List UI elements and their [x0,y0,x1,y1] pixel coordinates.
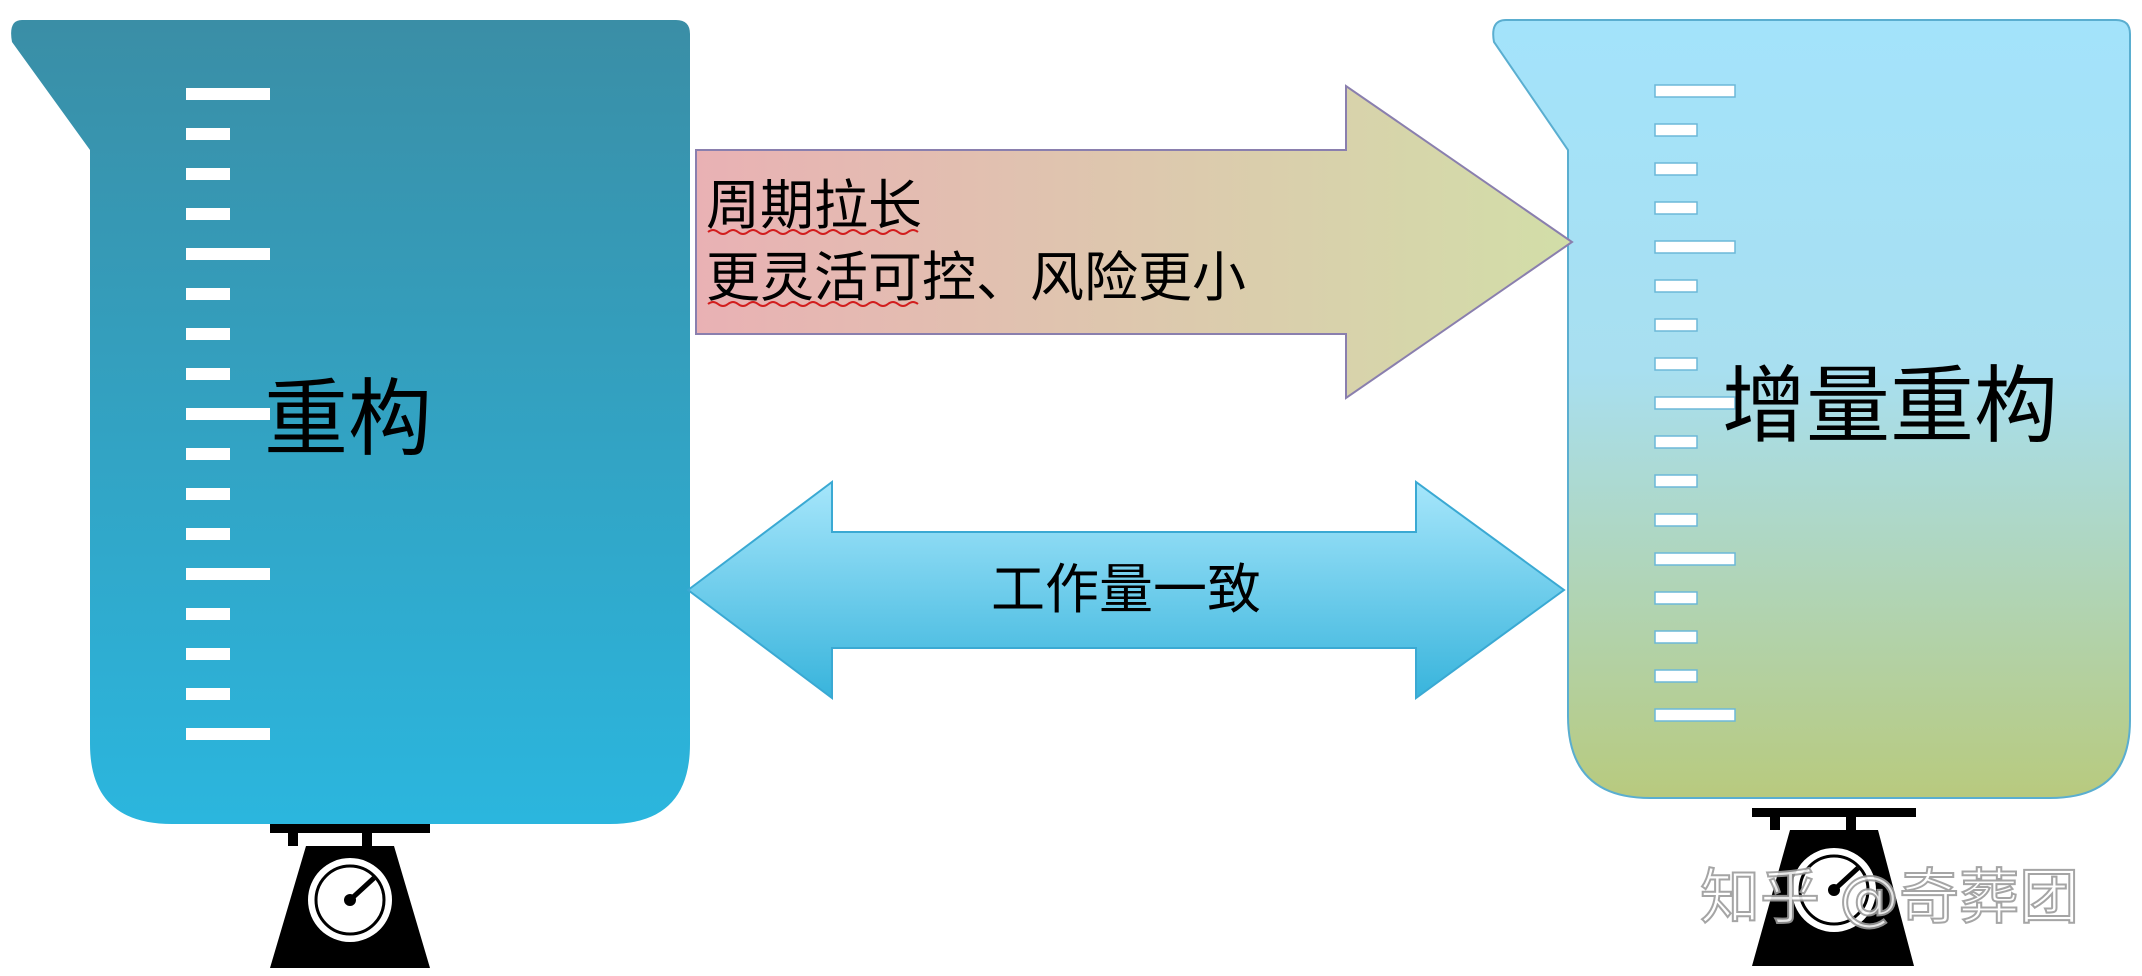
double-arrow-shape [686,480,1566,700]
right-beaker-label: 增量重构 [1722,357,2058,455]
spellcheck-underline-1 [707,229,919,235]
double-arrow: 工作量一致 [686,480,1566,700]
left-beaker-scale-marks [186,88,270,740]
right-scale-icon [1752,808,1916,966]
top-arrow-shape [695,84,1574,400]
top-arrow-line1: 周期拉长 [706,174,922,237]
watermark: 知乎 @奇葬团 [1700,863,2079,933]
top-arrow: 周期拉长 更灵活可控、风险更小 [695,84,1574,400]
right-beaker-scale-marks [1654,84,1736,722]
right-beaker-body [1492,19,2131,799]
left-beaker: 重构 [11,20,691,824]
top-arrow-line2: 更灵活可控、风险更小 [706,246,1246,309]
left-beaker-label: 重构 [264,370,432,468]
right-beaker: 增量重构 [1492,19,2131,799]
left-beaker-body [11,20,691,824]
left-scale-icon [270,824,430,968]
spellcheck-underline-2 [707,301,919,307]
double-arrow-label: 工作量一致 [991,558,1261,621]
